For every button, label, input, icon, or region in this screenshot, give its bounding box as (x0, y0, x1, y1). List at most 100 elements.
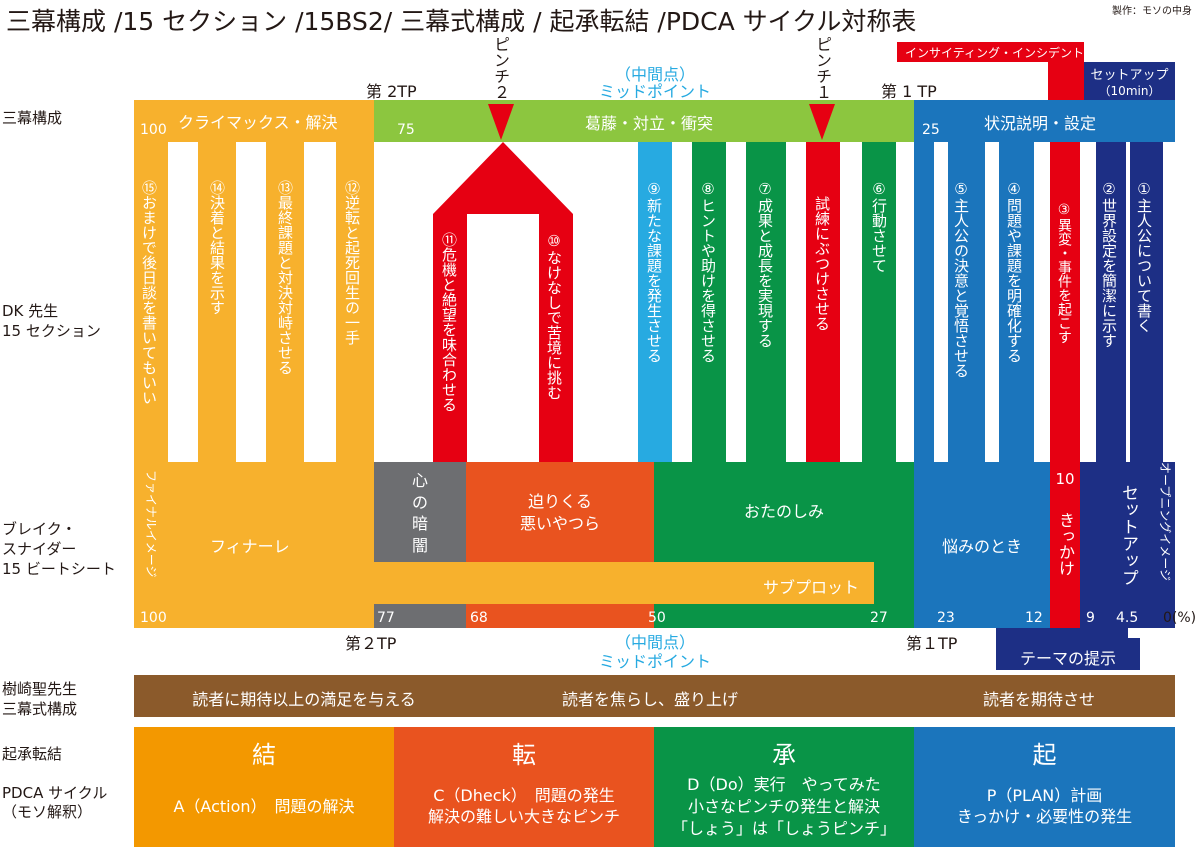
pct-27: 27 (870, 610, 888, 626)
pinch-2-marker (488, 104, 514, 140)
beat-bad-guys-1: 迫りくる (528, 492, 592, 511)
juki-act-2: 読者を焦らし、盛り上げ (561, 690, 738, 709)
label-bs-2: スナイダー (2, 540, 77, 558)
midpoint-bottom-2: ミッドポイント (598, 652, 711, 671)
section-15: ⑮おまけで後日談を書いてもいい (140, 180, 158, 405)
beat-dark-night (374, 462, 466, 562)
pdca-do-3: 「しょう」は「しょうピンチ」 (671, 819, 896, 838)
section-6: ⑥行動させて (870, 180, 888, 273)
ketsu-block (134, 727, 394, 847)
pct-0: 0(%) (1163, 610, 1197, 626)
second-turning-point-top: 第 2TP (366, 82, 417, 101)
catalyst-strip (1050, 100, 1080, 628)
sho-label: 承 (772, 741, 796, 769)
beat-dark-label: 心の暗闇 (411, 471, 428, 555)
act-1-title: 状況説明・設定 (984, 114, 1097, 133)
beat-opening-image: オープニングイメージ (1158, 462, 1172, 582)
inciting-incident-banner (897, 42, 1084, 62)
label-bs-1: ブレイク・ (2, 520, 77, 538)
first-turning-point-top: 第 1 TP (881, 82, 937, 101)
section-11: ⑪危機と絶望を味合わせる (440, 232, 458, 412)
beat-bad-guys-2: 悪いやつら (519, 514, 600, 533)
pct-4-5: 4.5 (1116, 610, 1139, 626)
gap (1034, 142, 1050, 462)
section-13: ⑬最終課題と対決対峙させる (276, 180, 294, 375)
ki-label: 起 (1032, 741, 1057, 769)
pinch-1-label: ピンチ１ (813, 36, 832, 100)
beat-finale: フィナーレ (210, 537, 290, 556)
second-turning-point-bottom: 第２TP (345, 634, 397, 653)
inciting-incident-drop (1048, 60, 1084, 100)
gap (168, 142, 198, 462)
ki-block (914, 727, 1175, 847)
theme-label: テーマの提示 (1019, 649, 1116, 668)
first-turning-point-bottom: 第１TP (906, 634, 958, 653)
col-section-8 (692, 142, 726, 462)
section-trial: 試練にぶつけさせる (813, 196, 831, 331)
label-three-act: 三幕構成 (2, 109, 63, 127)
gap (1126, 142, 1130, 462)
credit: 製作：モソの中身 (1112, 6, 1192, 17)
pct-77: 77 (377, 610, 395, 626)
subplot-bar (374, 562, 874, 604)
setup-header-time: （10min） (1098, 84, 1161, 98)
col-section-7 (746, 142, 786, 462)
ten-label: 転 (512, 741, 536, 769)
label-pdca-1: PDCA サイクル (2, 784, 108, 802)
pct-50: 50 (648, 610, 666, 626)
pct-9: 9 (1086, 610, 1095, 626)
act-3-title: クライマックス・解決 (178, 113, 338, 132)
theme-connector (996, 628, 1128, 638)
juki-bar (134, 675, 1175, 717)
pdca-plan-2: きっかけ・必要性の発生 (956, 807, 1133, 826)
midpoint-bottom-1: （中間点） (614, 633, 695, 652)
pdca-action: A（Action） 問題の解決 (173, 797, 355, 816)
beat-final-image: ファイナルイメージ (144, 470, 158, 578)
beat-catalyst-label: きっかけ (1056, 512, 1075, 576)
label-juki-1: 樹崎聖先生 (2, 680, 78, 698)
label-bs-3: 15 ビートシート (2, 560, 116, 578)
setup-top-tab (1050, 100, 1175, 142)
gap (1163, 142, 1175, 462)
setup-header-label: セットアップ (1090, 68, 1169, 83)
pdca-do-1: D（Do）実行 やってみた (687, 775, 881, 794)
setup-header-box (1084, 62, 1175, 102)
theme-box (996, 638, 1140, 670)
ketsu-label: 結 (252, 741, 276, 769)
pdca-check-1: C（Dheck） 問題の発生 (433, 786, 615, 805)
inciting-incident-label: インサイティング・インシデント (905, 46, 1085, 60)
juki-act-1: 読者を期待させ (982, 690, 1095, 709)
col-section-trial (806, 142, 840, 462)
pinch-2-label: ピンチ２ (491, 36, 510, 100)
act-2-title: 葛藤・対立・衝突 (585, 114, 714, 133)
midpoint-top-2: ミッドポイント (598, 82, 711, 101)
juki-act-3: 読者に期待以上の満足を与える (192, 690, 416, 709)
pdca-plan-1: P（PLAN）計画 (986, 786, 1103, 805)
label-dk-2: 15 セクション (2, 322, 101, 340)
section-3: ③異変・事件を起こす (1056, 202, 1072, 344)
pct-23: 23 (937, 610, 955, 626)
section-7: ⑦成果と成長を実現する (756, 180, 774, 348)
pct-100: 100 (140, 610, 167, 626)
beat-bad-guys (466, 462, 654, 562)
label-kiki: 起承転結 (2, 745, 63, 763)
gap (236, 142, 266, 462)
section-5: ⑤主人公の決意と覚悟させる (952, 180, 970, 378)
sho-block (654, 727, 914, 847)
gap (934, 142, 948, 462)
beat-setup-label: セットアップ (1118, 484, 1138, 586)
beat-debate-label: 悩みのとき (941, 537, 1022, 556)
beat-fun-label: おたのしみ (743, 502, 824, 521)
label-pdca-2: （モソ解釈） (2, 803, 93, 821)
ten-block (394, 727, 654, 847)
beat-catalyst-number: 10 (1055, 470, 1075, 488)
section-2: ②世界設定を簡潔に示す (1100, 180, 1118, 348)
label-dk-1: DK 先生 (2, 302, 59, 320)
beat-dark-lower-fill (374, 604, 466, 628)
midpoint-top-1: （中間点） (614, 65, 695, 84)
pdca-do-2: 小さなピンチの発生と解決 (687, 797, 880, 816)
col-section-6 (862, 142, 896, 462)
gap (304, 142, 336, 462)
section-4: ④問題や課題を明確化する (1005, 180, 1023, 363)
section-10: ⑩なけなしで苦境に挑む (545, 232, 563, 400)
